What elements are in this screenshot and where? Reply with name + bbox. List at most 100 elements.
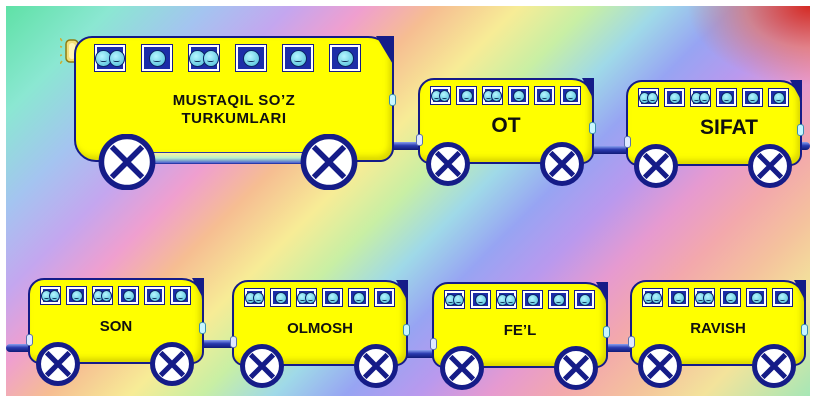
passenger-face-icon — [70, 289, 83, 302]
window-row — [642, 288, 798, 307]
passenger-face-icon — [148, 49, 166, 67]
passenger-face-icon — [49, 289, 60, 302]
windshield — [396, 280, 408, 302]
bus-window — [690, 88, 711, 107]
wheel-icon — [426, 142, 470, 186]
passenger-face-icon — [122, 289, 135, 302]
passenger-face-icon — [253, 291, 264, 304]
passenger-face-icon — [578, 293, 591, 306]
side-light — [603, 326, 610, 338]
coupling-road — [6, 344, 40, 352]
bus-window — [444, 290, 465, 309]
passenger-face-icon — [289, 49, 307, 67]
wagon-son: SON — [26, 278, 206, 386]
window-row — [40, 286, 196, 305]
wheel-icon — [554, 346, 598, 390]
bus-window — [694, 288, 715, 307]
rear-light — [230, 336, 237, 348]
window-row — [244, 288, 400, 307]
coupling-road — [384, 142, 434, 150]
passenger-face-icon — [746, 91, 759, 104]
bus-window — [348, 288, 369, 307]
rear-light — [416, 134, 423, 146]
passenger-face-icon — [439, 89, 450, 102]
side-light — [801, 324, 808, 336]
wheel-icon — [354, 344, 398, 388]
bus-window — [482, 86, 503, 105]
bus-window — [430, 86, 451, 105]
passenger-face-icon — [672, 291, 685, 304]
bus-window — [668, 288, 689, 307]
side-light — [389, 94, 396, 106]
bus-window — [746, 288, 767, 307]
passenger-face-icon — [772, 91, 785, 104]
windshield — [582, 78, 594, 100]
lead-bus: MUSTAQIL SO’Z TURKUMLARI — [60, 36, 396, 190]
passenger-face-icon — [699, 91, 710, 104]
bus-window — [496, 290, 517, 309]
wagon-body: OLMOSH — [230, 280, 410, 366]
bus-window — [92, 286, 113, 305]
windshield — [794, 280, 806, 302]
bus-window — [329, 44, 361, 72]
passenger-face-icon — [703, 291, 714, 304]
rear-light — [26, 334, 33, 346]
bus-window — [170, 286, 191, 305]
wheel-icon — [748, 144, 792, 188]
windshield — [790, 80, 802, 102]
passenger-face-icon — [776, 291, 789, 304]
window-row — [444, 290, 600, 309]
side-light — [589, 122, 596, 134]
passenger-face-icon — [453, 293, 464, 306]
passenger-face-icon — [668, 91, 681, 104]
coupling-road — [588, 146, 638, 154]
rear-light — [430, 338, 437, 350]
passenger-face-icon — [474, 293, 487, 306]
wheel-icon — [36, 342, 80, 386]
bus-window — [141, 44, 173, 72]
wagon-sifat: SIFAT — [624, 80, 804, 188]
wagon-label: SON — [99, 318, 133, 335]
passenger-face-icon — [108, 49, 125, 67]
wheel-icon — [440, 346, 484, 390]
passenger-face-icon — [148, 289, 161, 302]
side-light — [199, 322, 206, 334]
passenger-face-icon — [202, 49, 219, 67]
bus-window — [40, 286, 61, 305]
bus-window — [66, 286, 87, 305]
passenger-face-icon — [526, 293, 539, 306]
bus-window — [470, 290, 491, 309]
passenger-face-icon — [326, 291, 339, 304]
wheel-icon — [300, 134, 358, 190]
passenger-face-icon — [242, 49, 260, 67]
passenger-face-icon — [720, 91, 733, 104]
passenger-face-icon — [651, 291, 662, 304]
bus-window — [94, 44, 126, 72]
bus-window — [768, 88, 789, 107]
windshield — [192, 278, 204, 300]
slide-canvas: MUSTAQIL SO’Z TURKUMLARI OT SIFAT SON OL… — [6, 6, 810, 396]
bus-window — [508, 86, 529, 105]
bus-window — [270, 288, 291, 307]
bus-window — [322, 288, 343, 307]
coupling-road — [398, 350, 442, 358]
bus-window — [534, 86, 555, 105]
rear-light — [624, 136, 631, 148]
side-light — [797, 124, 804, 136]
bus-window — [188, 44, 220, 72]
bus-window — [742, 88, 763, 107]
coupling-road — [796, 142, 810, 150]
bus-window — [720, 288, 741, 307]
bus-window — [716, 88, 737, 107]
coupling-road — [198, 340, 244, 348]
passenger-face-icon — [378, 291, 391, 304]
wagon-fel: FE’L — [430, 282, 610, 390]
wagon-label: OLMOSH — [287, 320, 353, 337]
passenger-face-icon — [564, 89, 577, 102]
passenger-face-icon — [512, 89, 525, 102]
passenger-face-icon — [189, 49, 206, 67]
wagon-olmosh: OLMOSH — [230, 280, 410, 388]
passenger-face-icon — [101, 289, 112, 302]
wheel-icon — [540, 142, 584, 186]
coupling-road — [594, 344, 642, 352]
